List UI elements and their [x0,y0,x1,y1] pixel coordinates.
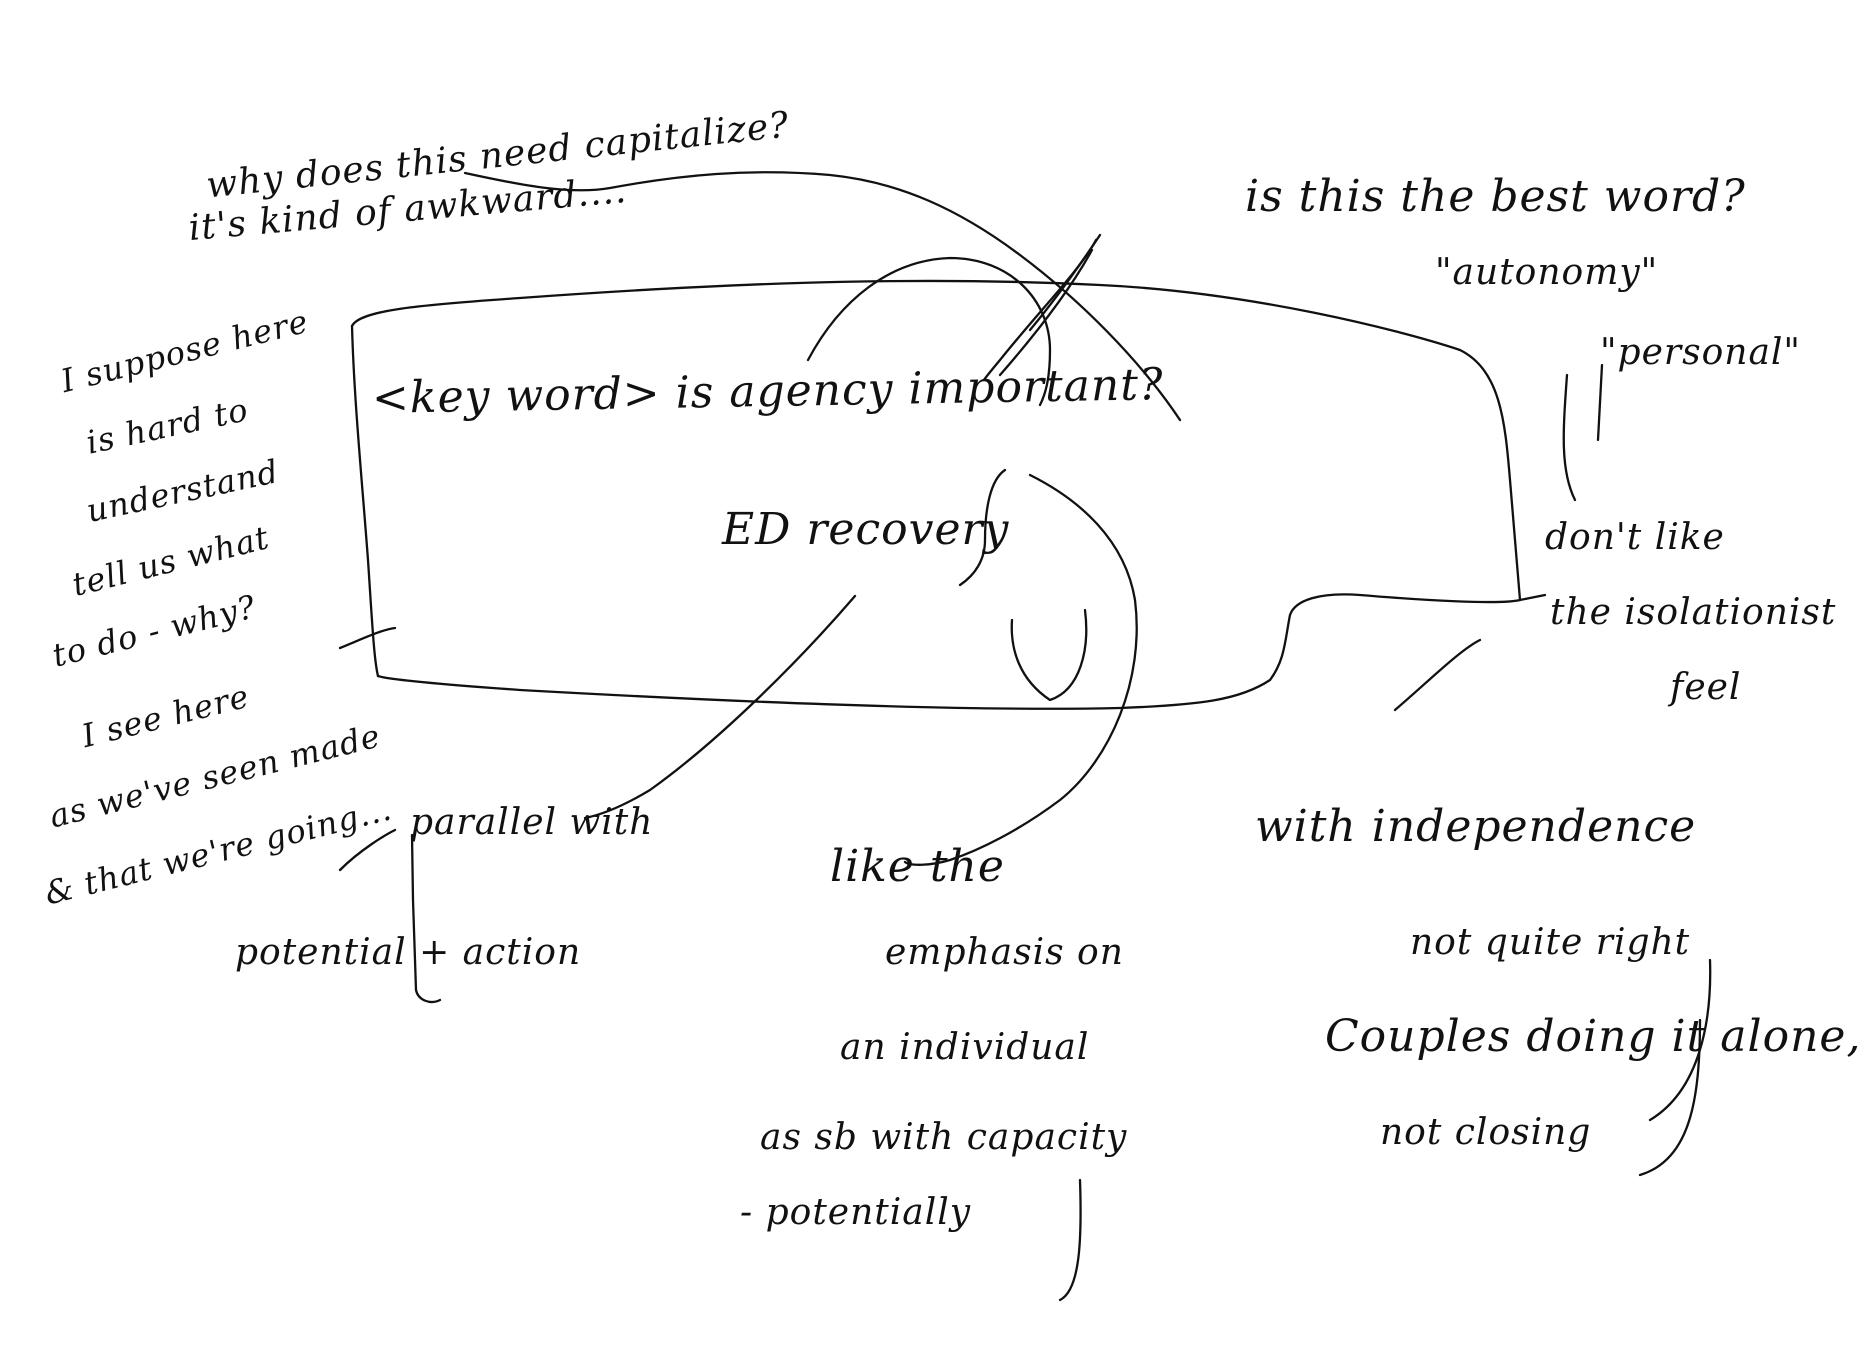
central-box-outline [350,279,1522,710]
note-bottom-left-parallel: parallel with [410,802,654,843]
note-bottom-left-potential: potential + action [235,932,582,973]
note-right-isolationist: the isolationist [1550,592,1837,633]
note-bottom-mid-emphasis: emphasis on [885,932,1124,973]
left-curl [338,626,397,650]
note-bottom-mid-like-the: like the [830,841,1005,892]
bottom-vertical-2 [1638,1018,1702,1177]
note-bottom-right-independence: with independence [1255,801,1697,852]
loop-agency-to-like [903,473,1138,866]
note-right-dont-like: don't like [1545,517,1725,558]
note-bottom-mid-individual: an individual [840,1027,1090,1068]
note-bottom-right-not-quite: not quite right [1410,922,1691,963]
box-line-2: ED recovery [722,504,1010,555]
note-top-right-personal: "personal" [1600,332,1801,373]
note-bottom-right-couples: Couples doing it alone, [1325,1011,1862,1062]
bottom-vertical-3 [1058,1178,1082,1302]
note-top-right-autonomy: "autonomy" [1435,252,1659,293]
note-bottom-right-not-closing: not closing [1380,1112,1592,1153]
note-bottom-mid-capacity: as sb with capacity [760,1117,1128,1158]
slash-cross-2 [998,248,1094,377]
left-slash-1 [338,828,397,872]
brace-box [958,468,1007,587]
right-vertical-1 [1562,373,1577,502]
central-box-left-edge [350,324,380,678]
underline-top-question [463,171,1182,422]
left-bracket-parallel [410,833,442,1004]
note-right-feel: feel [1670,667,1742,708]
slash-right-lower [1393,638,1482,712]
arrow-to-parallel [583,594,857,820]
bracket-right [1518,593,1547,602]
arc-over-word [806,256,1052,407]
slash-cross-3 [1028,233,1102,332]
note-bottom-mid-potentially: - potentially [740,1192,972,1233]
loop-curl [1010,608,1088,702]
note-top-right-best-word: is this the best word? [1245,171,1746,222]
right-vertical-2 [1596,363,1604,442]
